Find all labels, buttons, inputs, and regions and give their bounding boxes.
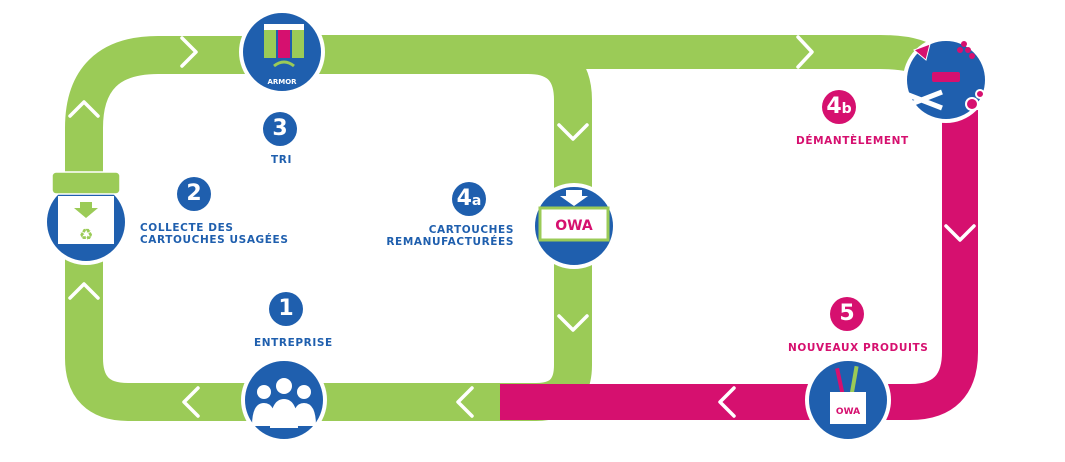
step-3-badge: 3 xyxy=(263,112,297,146)
arrow-pink-right xyxy=(944,224,976,242)
step-5-number: 5 xyxy=(839,301,855,326)
arrow-left-up xyxy=(68,282,100,300)
pink-loop xyxy=(500,110,978,420)
step-4a-number: 4 xyxy=(456,186,472,211)
pink-loop-track xyxy=(500,110,978,420)
step-2-label: COLLECTE DES CARTOUCHES USAGÉES xyxy=(140,222,288,246)
arrow-left-down xyxy=(68,100,100,118)
bag-owa-text: OWA xyxy=(836,407,860,417)
step-4b-badge: 4b xyxy=(822,90,856,124)
step-4a-suffix: a xyxy=(471,193,482,209)
people-icon xyxy=(241,357,327,443)
green-loop-track xyxy=(65,36,592,421)
step-4a-label-line1: CARTOUCHES xyxy=(428,224,514,236)
arrow-top-2 xyxy=(796,35,814,69)
svg-text:♻: ♻ xyxy=(79,225,93,244)
arrow-pink-bottom xyxy=(718,386,736,418)
step-5-label: NOUVEAUX PRODUITS xyxy=(788,342,929,354)
step-1-number: 1 xyxy=(278,296,294,321)
arrow-right-2 xyxy=(557,314,589,332)
step-4b-label: DÉMANTÈLEMENT xyxy=(796,135,909,147)
step-3-number: 3 xyxy=(272,116,288,141)
step-4a-label: CARTOUCHES REMANUFACTURÉES xyxy=(384,224,514,248)
step-2-label-line2: CARTOUCHES USAGÉES xyxy=(140,234,289,246)
step-1-badge: 1 xyxy=(269,292,303,326)
shopping-bag-icon: OWA xyxy=(805,357,891,443)
step-4b-number: 4 xyxy=(826,94,842,119)
owa-box-icon: OWA xyxy=(531,183,617,269)
step-4b-suffix: b xyxy=(841,101,852,117)
step-3-label: TRI xyxy=(271,154,292,166)
arrow-right-1 xyxy=(557,123,589,141)
step-2-number: 2 xyxy=(186,181,202,206)
dismantling-icon xyxy=(903,37,989,123)
step-5-badge: 5 xyxy=(830,297,864,331)
armor-factory-icon: ARMOR xyxy=(239,9,325,95)
step-4a-label-line2: REMANUFACTURÉES xyxy=(386,236,514,248)
step-4a-badge: 4a xyxy=(452,182,486,216)
step-1-label: ENTREPRISE xyxy=(254,337,333,349)
owa-logo-text: OWA xyxy=(555,218,593,234)
green-top-extension xyxy=(310,35,943,78)
arrow-bottom-left xyxy=(182,386,200,418)
flow-arrows xyxy=(68,35,976,418)
armor-logo-text: ARMOR xyxy=(267,78,297,86)
recycle-box-icon: ♻ xyxy=(43,171,129,265)
step-2-badge: 2 xyxy=(177,177,211,211)
step-2-label-line1: COLLECTE DES xyxy=(140,222,234,234)
arrow-bottom-green xyxy=(456,386,474,418)
arrow-top-1 xyxy=(180,36,198,68)
